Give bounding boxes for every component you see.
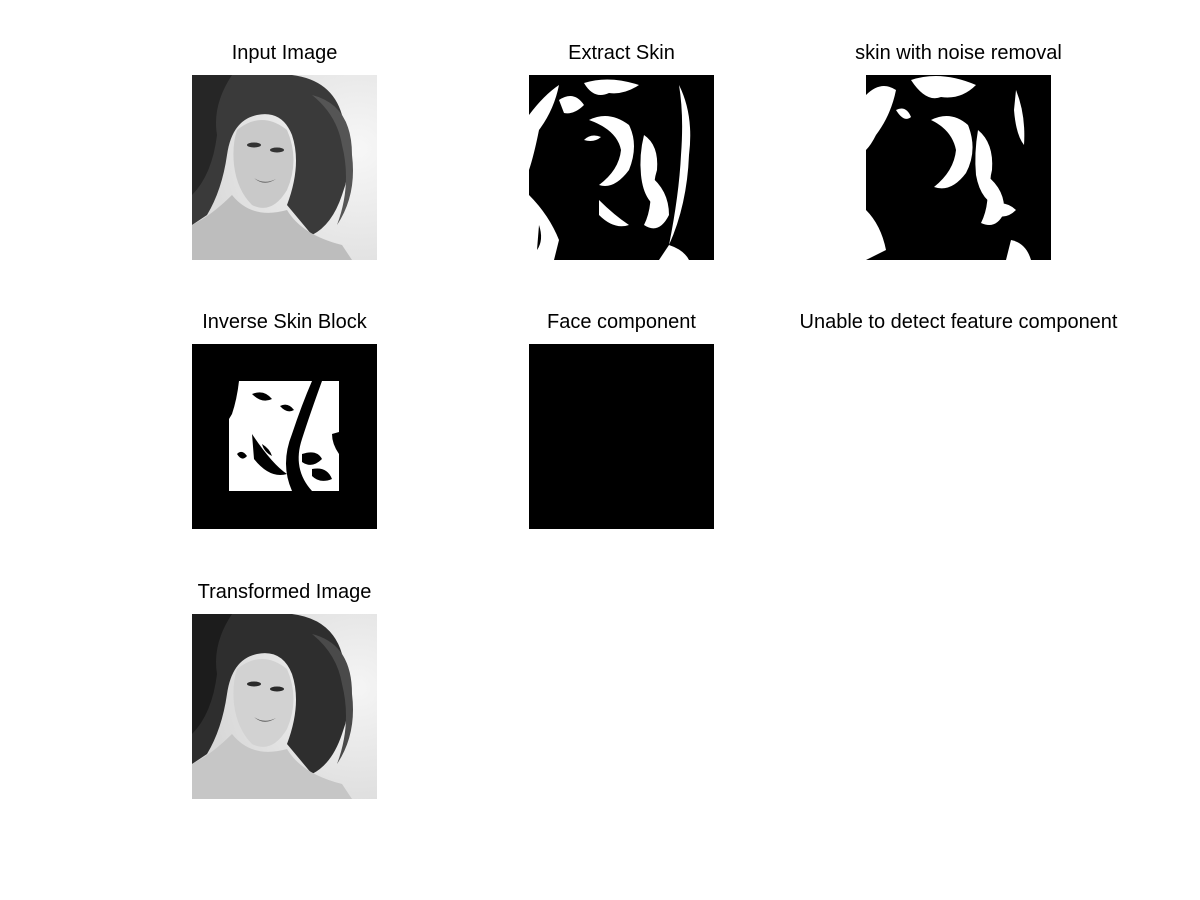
panel-title: Input Image xyxy=(231,42,338,64)
extract-skin-image xyxy=(529,75,714,260)
input-image xyxy=(192,75,377,260)
panel-title: Inverse Skin Block xyxy=(202,311,367,333)
transformed-image xyxy=(192,614,377,799)
panel-title: Unable to detect feature component xyxy=(799,311,1118,333)
noise-removed-image xyxy=(866,75,1051,260)
panel-title: Extract Skin xyxy=(568,42,675,64)
panel-title: skin with noise removal xyxy=(855,42,1062,64)
panel-title: Face component xyxy=(547,311,696,333)
face-component-image xyxy=(529,344,714,529)
inverse-skin-block-image xyxy=(192,344,377,529)
panel-title: Transformed Image xyxy=(197,581,372,603)
